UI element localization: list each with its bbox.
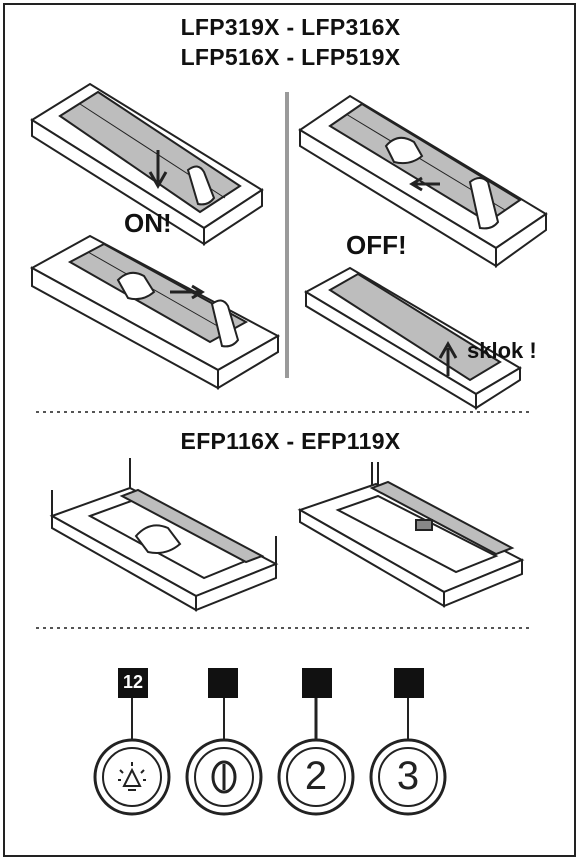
indicator-square-power xyxy=(208,668,238,698)
hood-illustration-top-left xyxy=(30,82,264,246)
light-icon xyxy=(118,762,146,791)
indicator-label-light: 12 xyxy=(122,672,144,692)
label-click: sklok ! xyxy=(467,338,537,363)
hood-illustration-mid-left xyxy=(29,234,281,390)
hood-illustration-mid-right xyxy=(303,266,522,410)
hood-illustration-efp-left xyxy=(49,458,279,612)
diagram-frame xyxy=(3,3,576,857)
control-panel xyxy=(93,668,447,816)
speed-3-icon: 3 xyxy=(396,754,420,798)
hood-illustration-top-right xyxy=(298,94,548,268)
label-off: OFF! xyxy=(346,230,407,260)
hood-illustration-efp-right xyxy=(297,462,525,608)
indicator-square-speed-2 xyxy=(302,668,332,698)
indicator-square-speed-3 xyxy=(394,668,424,698)
speed-2-icon: 2 xyxy=(304,754,328,798)
model-title-line-1: LFP319X - LFP316X xyxy=(180,14,401,40)
label-on: ON! xyxy=(124,208,172,238)
power-icon xyxy=(211,760,237,794)
model-title-efp: EFP116X - EFP119X xyxy=(180,428,401,454)
indicator-square-light xyxy=(118,668,148,698)
model-title-line-2: LFP516X - LFP519X xyxy=(180,44,401,70)
